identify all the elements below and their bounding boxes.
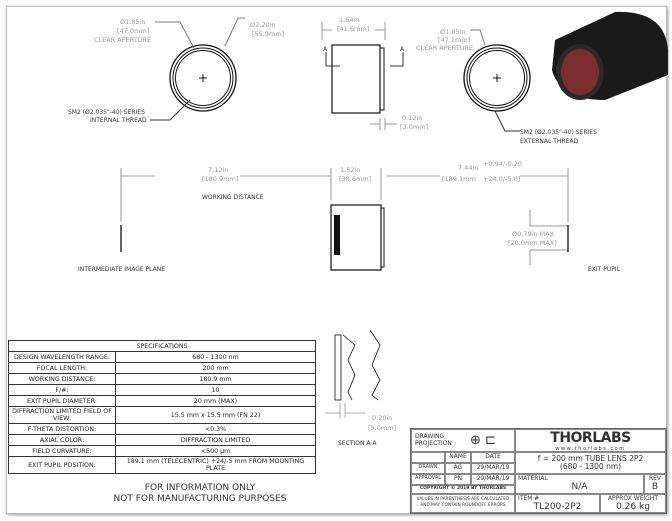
svg-text:EXIT PUPIL: EXIT PUPIL bbox=[588, 266, 621, 273]
table-row: DESIGN WAVELENGTH RANGE:680 - 1300 nm bbox=[8, 351, 316, 363]
svg-text:+24.0/-5.0]: +24.0/-5.0] bbox=[483, 175, 520, 183]
svg-text:+0.94/-0.20: +0.94/-0.20 bbox=[483, 160, 522, 168]
svg-text:Ø0.79in MAX: Ø0.79in MAX bbox=[512, 230, 555, 238]
svg-text:0.20in: 0.20in bbox=[372, 414, 392, 422]
thorlabs-logo: THORLABS www.thorlabs.com bbox=[515, 429, 666, 452]
specs-title: SPECIFICATIONS bbox=[8, 340, 316, 352]
specifications-table: SPECIFICATIONS DESIGN WAVELENGTH RANGE:6… bbox=[8, 340, 316, 474]
svg-text:7.12in: 7.12in bbox=[208, 166, 228, 174]
svg-text:[20.0mm MAX]: [20.0mm MAX] bbox=[508, 239, 557, 247]
projection-symbol-icon: ⊕ ⊏ bbox=[470, 433, 496, 448]
svg-text:[5.0mm]: [5.0mm] bbox=[368, 424, 396, 432]
svg-text:1.52in: 1.52in bbox=[340, 166, 360, 174]
svg-text:[38.6mm]: [38.6mm] bbox=[339, 175, 371, 183]
table-row: DIFFRACTION LIMITED FIELD OF VIEW:15.5 m… bbox=[8, 406, 316, 424]
layout-view bbox=[120, 168, 569, 271]
svg-text:EXTERNAL THREAD: EXTERNAL THREAD bbox=[520, 138, 579, 145]
svg-text:SM2 (Ø2.035"-40) SERIES: SM2 (Ø2.035"-40) SERIES bbox=[68, 109, 145, 116]
table-row: F-THETA DISTORTION:<0.3% bbox=[8, 423, 316, 435]
svg-text:[47.1mm]: [47.1mm] bbox=[438, 36, 470, 44]
table-row: EXIT PUPIL POSITION:189.1 mm (TELECENTRI… bbox=[8, 456, 316, 474]
table-row: F/#:10 bbox=[8, 384, 316, 396]
back-view bbox=[463, 29, 531, 132]
disclaimer-note: FOR INFORMATION ONLY NOT FOR MANUFACTURI… bbox=[113, 483, 287, 504]
svg-text:0.12in: 0.12in bbox=[402, 114, 422, 122]
title-block: DRAWING PROJECTION ⊕ ⊏ NAME DATE DRAWN A… bbox=[410, 428, 667, 514]
svg-text:7.44in: 7.44in bbox=[458, 164, 478, 172]
table-row: FIELD CURVATURE:<500 µm bbox=[8, 445, 316, 457]
table-row: FOCAL LENGTH:200 mm bbox=[8, 362, 316, 374]
projection-cell: DRAWING PROJECTION ⊕ ⊏ bbox=[411, 429, 515, 452]
svg-text:[189.1mm: [189.1mm bbox=[442, 175, 476, 183]
lens-3d-render bbox=[552, 11, 668, 100]
svg-text:[41.6mm]: [41.6mm] bbox=[337, 25, 369, 33]
section-a-a bbox=[325, 329, 381, 418]
svg-text:Ø2.20in: Ø2.20in bbox=[250, 21, 276, 29]
svg-text:SM2 (Ø2.035"-40) SERIES: SM2 (Ø2.035"-40) SERIES bbox=[520, 129, 597, 136]
table-row: WORKING DISTANCE:180.9 mm bbox=[8, 373, 316, 385]
svg-text:Ø1.85in: Ø1.85in bbox=[440, 28, 466, 36]
table-row: EXIT PUPIL DIAMETER:20 mm (MAX) bbox=[8, 395, 316, 407]
svg-text:1.64in: 1.64in bbox=[339, 16, 359, 24]
front-view bbox=[150, 17, 245, 121]
svg-text:Ø1.85in: Ø1.85in bbox=[120, 18, 146, 26]
svg-text:[3.0mm]: [3.0mm] bbox=[400, 123, 428, 131]
svg-text:INTERNAL THREAD: INTERNAL THREAD bbox=[90, 117, 147, 124]
table-row: AXIAL COLOR:DIFFRACTION LIMITED bbox=[8, 434, 316, 446]
svg-text:[180.9mm]: [180.9mm] bbox=[202, 175, 238, 183]
svg-text:CLEAR APERTURE: CLEAR APERTURE bbox=[94, 36, 151, 44]
svg-text:INTERMEDIATE IMAGE PLANE: INTERMEDIATE IMAGE PLANE bbox=[78, 266, 165, 273]
svg-text:[47.0mm]: [47.0mm] bbox=[117, 27, 149, 35]
svg-text:[55.9mm]: [55.9mm] bbox=[252, 30, 284, 38]
svg-text:A: A bbox=[323, 46, 328, 53]
svg-text:WORKING DISTANCE: WORKING DISTANCE bbox=[202, 194, 264, 201]
svg-text:SECTION A-A: SECTION A-A bbox=[338, 440, 377, 447]
svg-text:CLEAR APERTURE: CLEAR APERTURE bbox=[416, 44, 473, 52]
drawing-sheet bbox=[6, 6, 667, 514]
svg-text:A: A bbox=[400, 46, 405, 53]
side-view bbox=[321, 22, 404, 130]
